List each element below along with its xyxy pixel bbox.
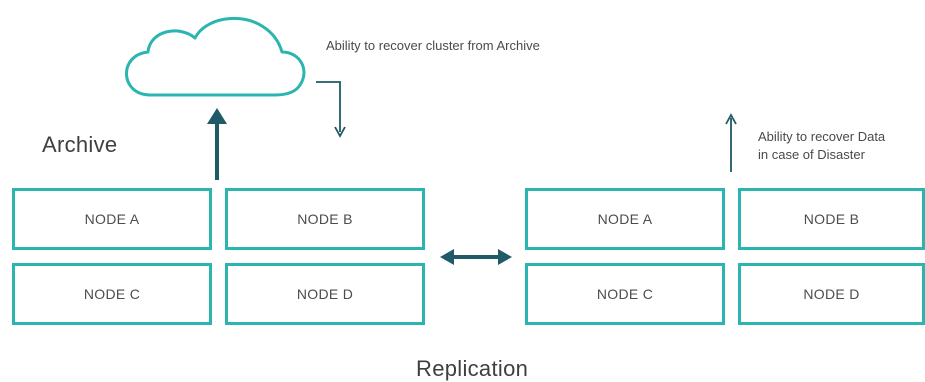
left-node-c: NODE C (12, 263, 212, 325)
disaster-recovery-note: Ability to recover Data in case of Disas… (758, 128, 885, 164)
right-node-a: NODE A (525, 188, 725, 250)
archive-label: Archive (42, 132, 118, 157)
left-node-b: NODE B (225, 188, 425, 250)
cloud-recovery-note: Ability to recover cluster from Archive (326, 38, 540, 53)
right-node-b: NODE B (738, 188, 925, 250)
right-node-c: NODE C (525, 263, 725, 325)
restore-from-archive-arrow (316, 81, 346, 138)
right-node-c-label: NODE C (596, 286, 654, 302)
right-node-a-label: NODE A (597, 211, 653, 227)
left-node-c-label: NODE C (83, 286, 141, 302)
dr-note-line-2: in case of Disaster (758, 147, 865, 162)
archive-upload-arrow (207, 108, 227, 180)
replication-label: Replication (416, 356, 529, 381)
left-node-d-label: NODE D (296, 286, 354, 302)
left-node-a: NODE A (12, 188, 212, 250)
left-node-d: NODE D (225, 263, 425, 325)
disaster-recovery-arrow (725, 113, 737, 172)
replication-arrow (440, 249, 512, 265)
dr-note-line-1: Ability to recover Data (758, 129, 886, 144)
left-node-b-label: NODE B (297, 211, 353, 227)
left-node-a-label: NODE A (84, 211, 140, 227)
right-node-b-label: NODE B (803, 211, 860, 227)
right-node-d: NODE D (738, 263, 925, 325)
right-node-d-label: NODE D (803, 286, 860, 302)
cloud-icon (125, 16, 306, 97)
